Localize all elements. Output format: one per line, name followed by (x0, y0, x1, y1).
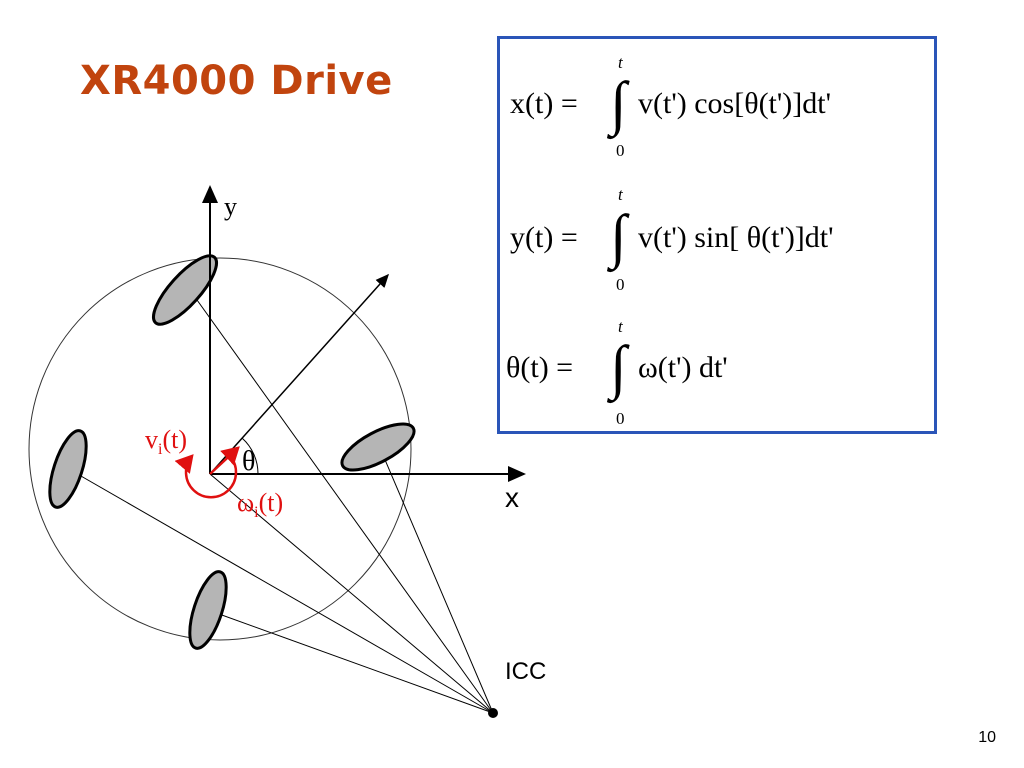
heading-arrow (209, 273, 390, 475)
y-lower-limit: 0 (616, 275, 625, 294)
wheel-bottom (188, 570, 228, 650)
theta-label: θ (242, 446, 256, 477)
icc-label: ICC (505, 658, 547, 685)
velocity-arrow (209, 446, 240, 475)
icc-line-right-wheel (379, 447, 494, 714)
x-lower-limit: 0 (616, 141, 625, 160)
icc-lines (66, 292, 494, 714)
theta-integral-sign: ∫ (610, 334, 627, 400)
x-equation-rhs: v(t') cos[θ(t')]dt' (638, 87, 832, 120)
x-integral-sign: ∫ (610, 70, 627, 136)
y-equation-rhs: v(t') sin[ θ(t')]dt' (638, 221, 834, 254)
wheel-right (340, 422, 416, 472)
theta-equation-lhs: θ(t) = (506, 351, 574, 384)
page-number: 10 (978, 729, 996, 746)
x-upper-limit: t (618, 53, 623, 72)
icc-line-left-wheel (66, 467, 494, 714)
x-axis-label: x (505, 482, 519, 513)
icc-point (488, 708, 498, 718)
y-upper-limit: t (618, 185, 623, 204)
rotation-arrow (174, 454, 238, 499)
velocity-label: vi(t) (145, 425, 187, 459)
y-axis-label: y (224, 192, 237, 221)
icc-line-bottom-wheel (207, 609, 494, 714)
y-integral-sign: ∫ (610, 203, 627, 269)
omega-label: ωi(t) (237, 488, 284, 522)
theta-lower-limit: 0 (616, 409, 625, 428)
wheel-left (48, 429, 88, 509)
equation-box: x(t) = t ∫ 0 v(t') cos[θ(t')]dt' y(t) = … (497, 36, 937, 434)
theta-arc (241, 437, 259, 475)
slide-title: XR4000 Drive (80, 58, 393, 104)
wheel-top (152, 254, 218, 326)
icc-line-center (209, 473, 494, 714)
theta-equation-rhs: ω(t') dt' (638, 351, 728, 384)
icc-line-top-wheel (191, 292, 494, 714)
y-equation-lhs: y(t) = (510, 221, 578, 254)
robot-body-circle (28, 257, 412, 641)
theta-upper-limit: t (618, 317, 623, 336)
x-equation-lhs: x(t) = (510, 87, 578, 120)
